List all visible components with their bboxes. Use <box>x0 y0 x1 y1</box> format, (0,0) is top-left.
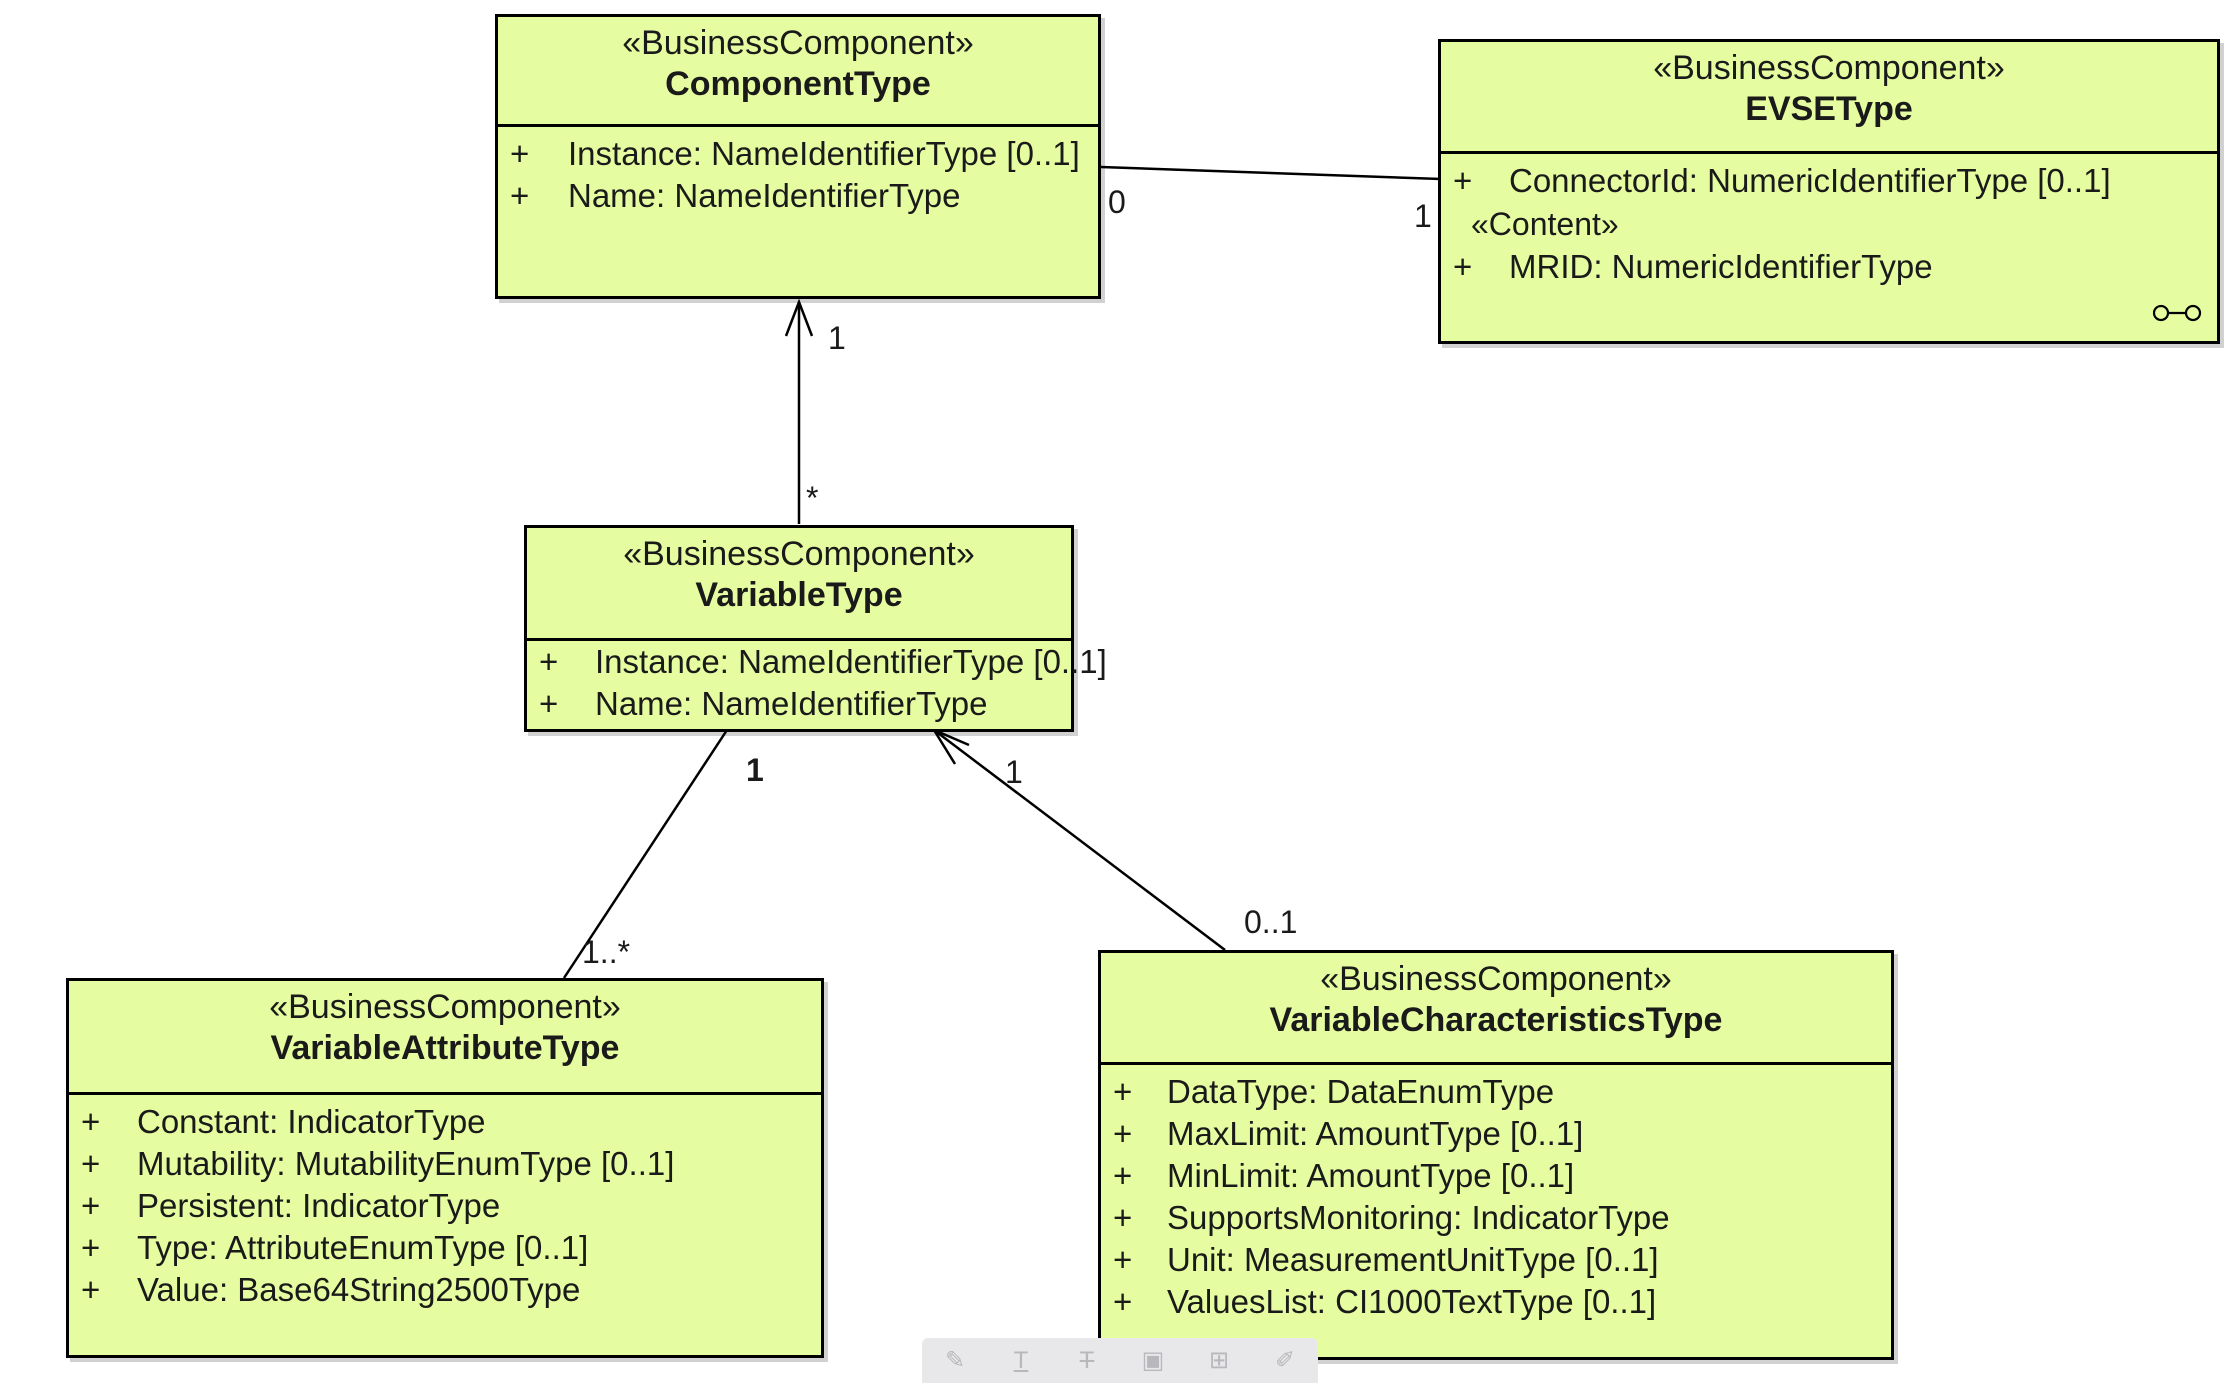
class-header: «BusinessComponent» VariableAttributeTyp… <box>69 981 821 1095</box>
attribute-row[interactable]: + Constant: IndicatorType <box>69 1101 821 1143</box>
attribute-row[interactable]: + MinLimit: AmountType [0..1] <box>1101 1155 1891 1197</box>
linked-element-icon <box>2152 304 2202 322</box>
attribute-row[interactable]: + Type: AttributeEnumType [0..1] <box>69 1227 821 1269</box>
association-characteristics-variable <box>933 729 1226 951</box>
text-icon[interactable]: T <box>1013 1346 1029 1374</box>
content-stereotype: «Content» <box>1471 206 1619 242</box>
class-stereotype: «BusinessComponent» <box>623 535 975 573</box>
multiplicity-variable-component-source: * <box>806 480 819 516</box>
pencil-icon[interactable]: ✎ <box>944 1347 966 1374</box>
multiplicity-variable-attribute-source: 1 <box>746 752 764 788</box>
class-variable-attribute-type[interactable]: «BusinessComponent» VariableAttributeTyp… <box>66 978 824 1358</box>
attribute-text: Name: NameIdentifierType <box>595 685 988 722</box>
attribute-row[interactable]: + MRID: NumericIdentifierType <box>1441 246 2217 288</box>
attribute-text: Constant: IndicatorType <box>137 1103 486 1140</box>
attribute-row[interactable]: + Persistent: IndicatorType <box>69 1185 821 1227</box>
attribute-compartment: + ConnectorId: NumericIdentifierType [0..… <box>1441 154 2217 288</box>
class-stereotype: «BusinessComponent» <box>1653 49 2005 87</box>
attribute-row[interactable]: + ConnectorId: NumericIdentifierType [0..… <box>1441 160 2217 202</box>
attribute-row[interactable]: + DataType: DataEnumType <box>1101 1071 1891 1113</box>
visibility-marker: + <box>510 177 530 214</box>
visibility-marker: + <box>1113 1073 1133 1110</box>
attribute-text: Instance: NameIdentifierType [0..1] <box>568 135 1080 172</box>
attribute-text: DataType: DataEnumType <box>1167 1073 1555 1110</box>
attribute-text: SupportsMonitoring: IndicatorType <box>1167 1199 1670 1236</box>
attribute-text: Name: NameIdentifierType <box>568 177 961 214</box>
visibility-marker: + <box>1113 1157 1133 1194</box>
visibility-marker: + <box>1113 1199 1133 1236</box>
visibility-marker: + <box>1113 1283 1133 1320</box>
class-evse-type[interactable]: «BusinessComponent» EVSEType + ConnectorI… <box>1438 39 2220 344</box>
multiplicity-component-evse-target: 1 <box>1414 198 1432 234</box>
text-strike-icon[interactable]: T <box>1079 1346 1095 1374</box>
attribute-row[interactable]: + Unit: MeasurementUnitType [0..1] <box>1101 1239 1891 1281</box>
attribute-text: Mutability: MutabilityEnumType [0..1] <box>137 1145 675 1182</box>
attribute-row[interactable]: + Instance: NameIdentifierType [0..1] <box>527 641 1107 683</box>
attribute-compartment: + Constant: IndicatorType + Mutability: Mu… <box>69 1095 821 1311</box>
multiplicity-characteristics-variable-source: 0..1 <box>1244 904 1298 940</box>
attribute-row[interactable]: + Name: NameIdentifierType <box>498 175 1098 217</box>
layout-icon[interactable]: ⊞ <box>1208 1347 1230 1374</box>
multiplicity-component-evse-source: 0 <box>1108 184 1126 220</box>
attribute-text: Persistent: IndicatorType <box>137 1187 501 1224</box>
visibility-marker: + <box>81 1145 101 1182</box>
attribute-compartment: + Instance: NameIdentifierType [0..1] + Na… <box>498 127 1098 217</box>
class-stereotype: «BusinessComponent» <box>269 988 621 1026</box>
visibility-marker: + <box>1453 248 1473 285</box>
attribute-row[interactable]: + Instance: NameIdentifierType [0..1] <box>498 133 1098 175</box>
attribute-row[interactable]: + Value: Base64String2500Type <box>69 1269 821 1311</box>
attribute-text: MinLimit: AmountType [0..1] <box>1167 1157 1575 1194</box>
multiplicity-characteristics-variable-target: 1 <box>1005 754 1023 790</box>
class-name: ComponentType <box>665 65 931 103</box>
class-header: «BusinessComponent» ComponentType <box>498 17 1098 127</box>
class-header: «BusinessComponent» VariableCharacterist… <box>1101 953 1891 1065</box>
class-name: VariableType <box>695 576 903 614</box>
visibility-marker: + <box>81 1271 101 1308</box>
class-variable-characteristics-type[interactable]: «BusinessComponent» VariableCharacterist… <box>1098 950 1894 1360</box>
visibility-marker: + <box>510 135 530 172</box>
class-stereotype: «BusinessComponent» <box>622 24 974 62</box>
class-component-type[interactable]: «BusinessComponent» ComponentType + Insta… <box>495 14 1101 299</box>
attribute-text: ValuesList: CI1000TextType [0..1] <box>1167 1283 1657 1320</box>
attribute-compartment: + DataType: DataEnumType + MaxLimit: Amoun… <box>1101 1065 1891 1323</box>
class-name: EVSEType <box>1745 90 1913 128</box>
attribute-row[interactable]: + Name: NameIdentifierType <box>527 683 1071 725</box>
visibility-marker: + <box>81 1103 101 1140</box>
visibility-marker: + <box>539 685 559 722</box>
clipboard-icon[interactable]: ▣ <box>1141 1347 1165 1374</box>
association-variable-attribute <box>562 729 729 979</box>
attribute-text: MaxLimit: AmountType [0..1] <box>1167 1115 1584 1152</box>
arrowhead-variable-component <box>784 298 814 337</box>
attribute-compartment: + Instance: NameIdentifierType [0..1] + Na… <box>527 641 1107 725</box>
attribute-row[interactable]: + Mutability: MutabilityEnumType [0..1] <box>69 1143 821 1185</box>
multiplicity-variable-component-target: 1 <box>828 320 846 356</box>
attribute-text: ConnectorId: NumericIdentifierType [0..1… <box>1509 162 2111 199</box>
attribute-row[interactable]: + MaxLimit: AmountType [0..1] <box>1101 1113 1891 1155</box>
class-header: «BusinessComponent» VariableType <box>527 528 1071 641</box>
attribute-text: Type: AttributeEnumType [0..1] <box>137 1229 589 1266</box>
visibility-marker: + <box>81 1229 101 1266</box>
visibility-marker: + <box>1113 1241 1133 1278</box>
floating-toolbar: ✎ T T ▣ ⊞ ✐ <box>922 1338 1318 1383</box>
attribute-text: MRID: NumericIdentifierType <box>1509 248 1933 285</box>
class-stereotype: «BusinessComponent» <box>1320 960 1672 998</box>
class-name: VariableCharacteristicsType <box>1269 1001 1723 1039</box>
attribute-row[interactable]: + ValuesList: CI1000TextType [0..1] <box>1101 1281 1891 1323</box>
attribute-text: Unit: MeasurementUnitType [0..1] <box>1167 1241 1659 1278</box>
class-variable-type[interactable]: «BusinessComponent» VariableType + Instan… <box>524 525 1107 732</box>
class-name: VariableAttributeType <box>270 1029 620 1067</box>
multiplicity-variable-attribute-target: 1..* <box>582 934 631 970</box>
visibility-marker: + <box>81 1187 101 1224</box>
visibility-marker: + <box>1113 1115 1133 1152</box>
attribute-text: Instance: NameIdentifierType [0..1] <box>595 643 1107 680</box>
class-header: «BusinessComponent» EVSEType <box>1441 42 2217 154</box>
visibility-marker: + <box>1453 162 1473 199</box>
attribute-row[interactable]: + SupportsMonitoring: IndicatorType <box>1101 1197 1891 1239</box>
attribute-text: Value: Base64String2500Type <box>137 1271 581 1308</box>
visibility-marker: + <box>539 643 559 680</box>
association-component-evse <box>1100 165 1442 181</box>
edit-note-icon[interactable]: ✐ <box>1274 1347 1296 1374</box>
